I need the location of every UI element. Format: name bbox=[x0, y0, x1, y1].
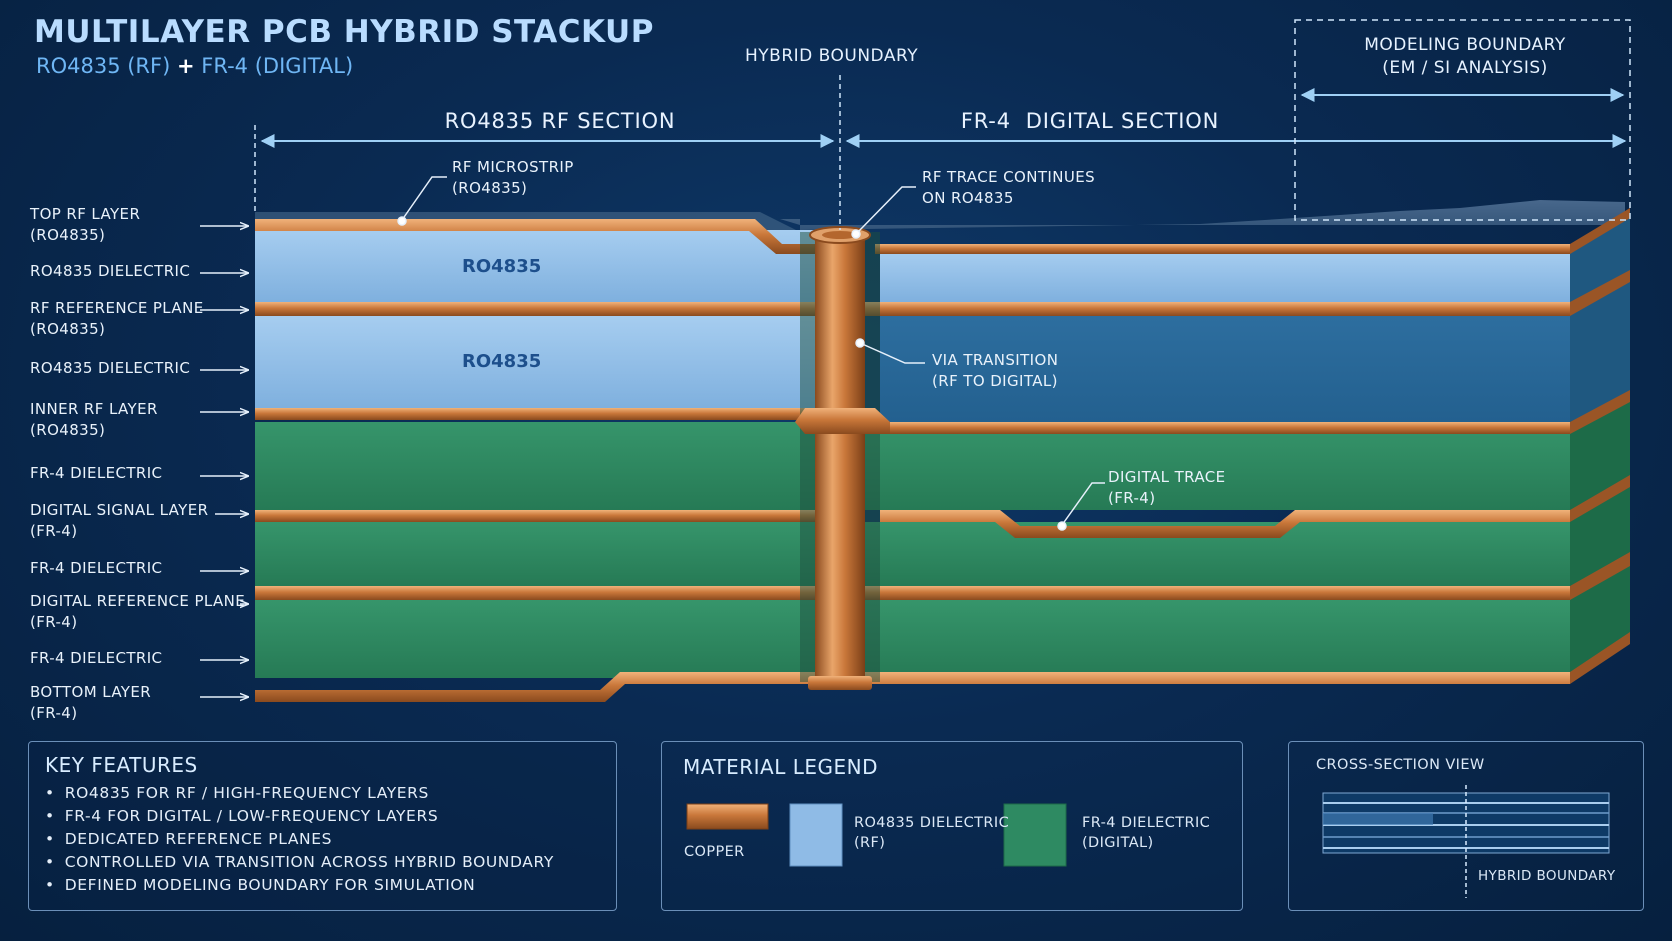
via-pad-inner bbox=[795, 408, 890, 434]
label-fr4-dielectric-2: FR-4 DIELECTRIC bbox=[30, 559, 163, 577]
modeling-boundary-line1: MODELING BOUNDARY bbox=[1364, 35, 1566, 55]
hybrid-boundary-label: HYBRID BOUNDARY bbox=[745, 46, 919, 66]
digital-signal-layer bbox=[255, 510, 820, 522]
fr4-dielectric-2 bbox=[255, 522, 1570, 586]
page-title: MULTILAYER PCB HYBRID STACKUP bbox=[34, 14, 654, 50]
inner-rf-layer bbox=[255, 408, 820, 420]
key-features-title: KEY FEATURES bbox=[45, 753, 198, 777]
list-item: DEFINED MODELING BOUNDARY FOR SIMULATION bbox=[45, 874, 554, 897]
callout-via-transition: VIA TRANSITION(RF TO DIGITAL) bbox=[932, 351, 1059, 390]
label-ro4835-dielectric-2: RO4835 DIELECTRIC bbox=[30, 359, 191, 377]
cross-section-panel: CROSS-SECTION VIEW HYBRID BOUNDARY bbox=[1288, 741, 1644, 911]
ro4835-swatch bbox=[789, 803, 843, 867]
ro-dielectric-right-1 bbox=[880, 252, 1570, 302]
rf-section-label: RO4835 RF SECTION bbox=[444, 109, 676, 133]
fr4-dielectric-3 bbox=[255, 600, 1570, 678]
digital-reference-plane bbox=[255, 586, 1570, 600]
material-tag-ro-lower: RO4835 bbox=[462, 351, 542, 372]
label-rf-reference-plane: RF REFERENCE PLANE(RO4835) bbox=[30, 299, 204, 338]
bottom-layer bbox=[255, 672, 1570, 702]
subtitle-plus: + bbox=[176, 54, 195, 78]
digital-section-label: FR-4 DIGITAL SECTION bbox=[960, 109, 1220, 133]
subtitle-rf: RO4835 (RF) bbox=[36, 54, 171, 78]
legend-copper-label: COPPER bbox=[684, 844, 745, 860]
label-ro4835-dielectric-1: RO4835 DIELECTRIC bbox=[30, 262, 191, 280]
label-fr4-dielectric-1: FR-4 DIELECTRIC bbox=[30, 464, 163, 482]
list-item: RO4835 FOR RF / HIGH-FREQUENCY LAYERS bbox=[45, 782, 554, 805]
key-features-list: RO4835 FOR RF / HIGH-FREQUENCY LAYERS FR… bbox=[45, 782, 554, 897]
list-item: FR-4 FOR DIGITAL / LOW-FREQUENCY LAYERS bbox=[45, 805, 554, 828]
digital-trace bbox=[880, 510, 1570, 538]
label-top-rf-layer: TOP RF LAYER(RO4835) bbox=[30, 205, 141, 244]
fr4-dielectric-1 bbox=[255, 422, 1570, 510]
rf-trace-right bbox=[875, 244, 1570, 254]
ro-side-face bbox=[1570, 215, 1630, 422]
legend-ro4835-label: RO4835 DIELECTRIC(RF) bbox=[854, 815, 1010, 851]
mini-cross-section bbox=[1322, 785, 1610, 898]
label-arrows bbox=[200, 226, 248, 697]
key-features-panel: KEY FEATURES RO4835 FOR RF / HIGH-FREQUE… bbox=[28, 741, 617, 911]
via-barrel bbox=[815, 232, 865, 684]
legend-fr4-label: FR-4 DIELECTRIC(DIGITAL) bbox=[1082, 815, 1211, 851]
label-digital-reference-plane: DIGITAL REFERENCE PLANE(FR-4) bbox=[30, 592, 246, 631]
modeling-boundary-box bbox=[1294, 19, 1631, 221]
copper-swatch bbox=[686, 803, 769, 830]
callout-leaders bbox=[397, 176, 1105, 531]
page-subtitle: RO4835 (RF) + FR-4 (DIGITAL) bbox=[36, 54, 353, 78]
top-surface bbox=[255, 200, 1625, 230]
material-tag-ro-upper: RO4835 bbox=[462, 256, 542, 277]
fr4-swatch bbox=[1003, 803, 1067, 867]
fr4-side-face bbox=[1570, 395, 1630, 678]
cross-section-title: CROSS-SECTION VIEW bbox=[1316, 757, 1485, 773]
callout-digital-trace: DIGITAL TRACE(FR-4) bbox=[1108, 468, 1226, 507]
list-item: CONTROLLED VIA TRANSITION ACROSS HYBRID … bbox=[45, 851, 554, 874]
subtitle-digital: FR-4 (DIGITAL) bbox=[201, 54, 354, 78]
list-item: DEDICATED REFERENCE PLANES bbox=[45, 828, 554, 851]
label-fr4-dielectric-3: FR-4 DIELECTRIC bbox=[30, 649, 163, 667]
label-inner-rf-layer: INNER RF LAYER(RO4835) bbox=[30, 400, 158, 439]
modeling-boundary-label: MODELING BOUNDARY (EM / SI ANALYSIS) bbox=[1300, 34, 1630, 80]
modeling-boundary-line2: (EM / SI ANALYSIS) bbox=[1382, 58, 1548, 78]
ro-dielectric-left-2 bbox=[255, 316, 820, 408]
callout-rf-microstrip: RF MICROSTRIP(RO4835) bbox=[452, 158, 574, 197]
rf-reference-plane bbox=[255, 302, 1570, 316]
ro-dielectric-right-2 bbox=[880, 316, 1570, 422]
material-legend-title: MATERIAL LEGEND bbox=[683, 755, 878, 779]
cross-section-boundary-label: HYBRID BOUNDARY bbox=[1478, 868, 1616, 884]
material-legend-panel: MATERIAL LEGEND COPPER RO4835 DIELECTRIC… bbox=[661, 741, 1243, 911]
ro-dielectric-left-1 bbox=[255, 230, 820, 302]
label-digital-signal-layer: DIGITAL SIGNAL LAYER(FR-4) bbox=[30, 501, 209, 540]
rf-microstrip-trace bbox=[255, 219, 820, 254]
label-bottom-layer: BOTTOM LAYER(FR-4) bbox=[30, 683, 152, 722]
